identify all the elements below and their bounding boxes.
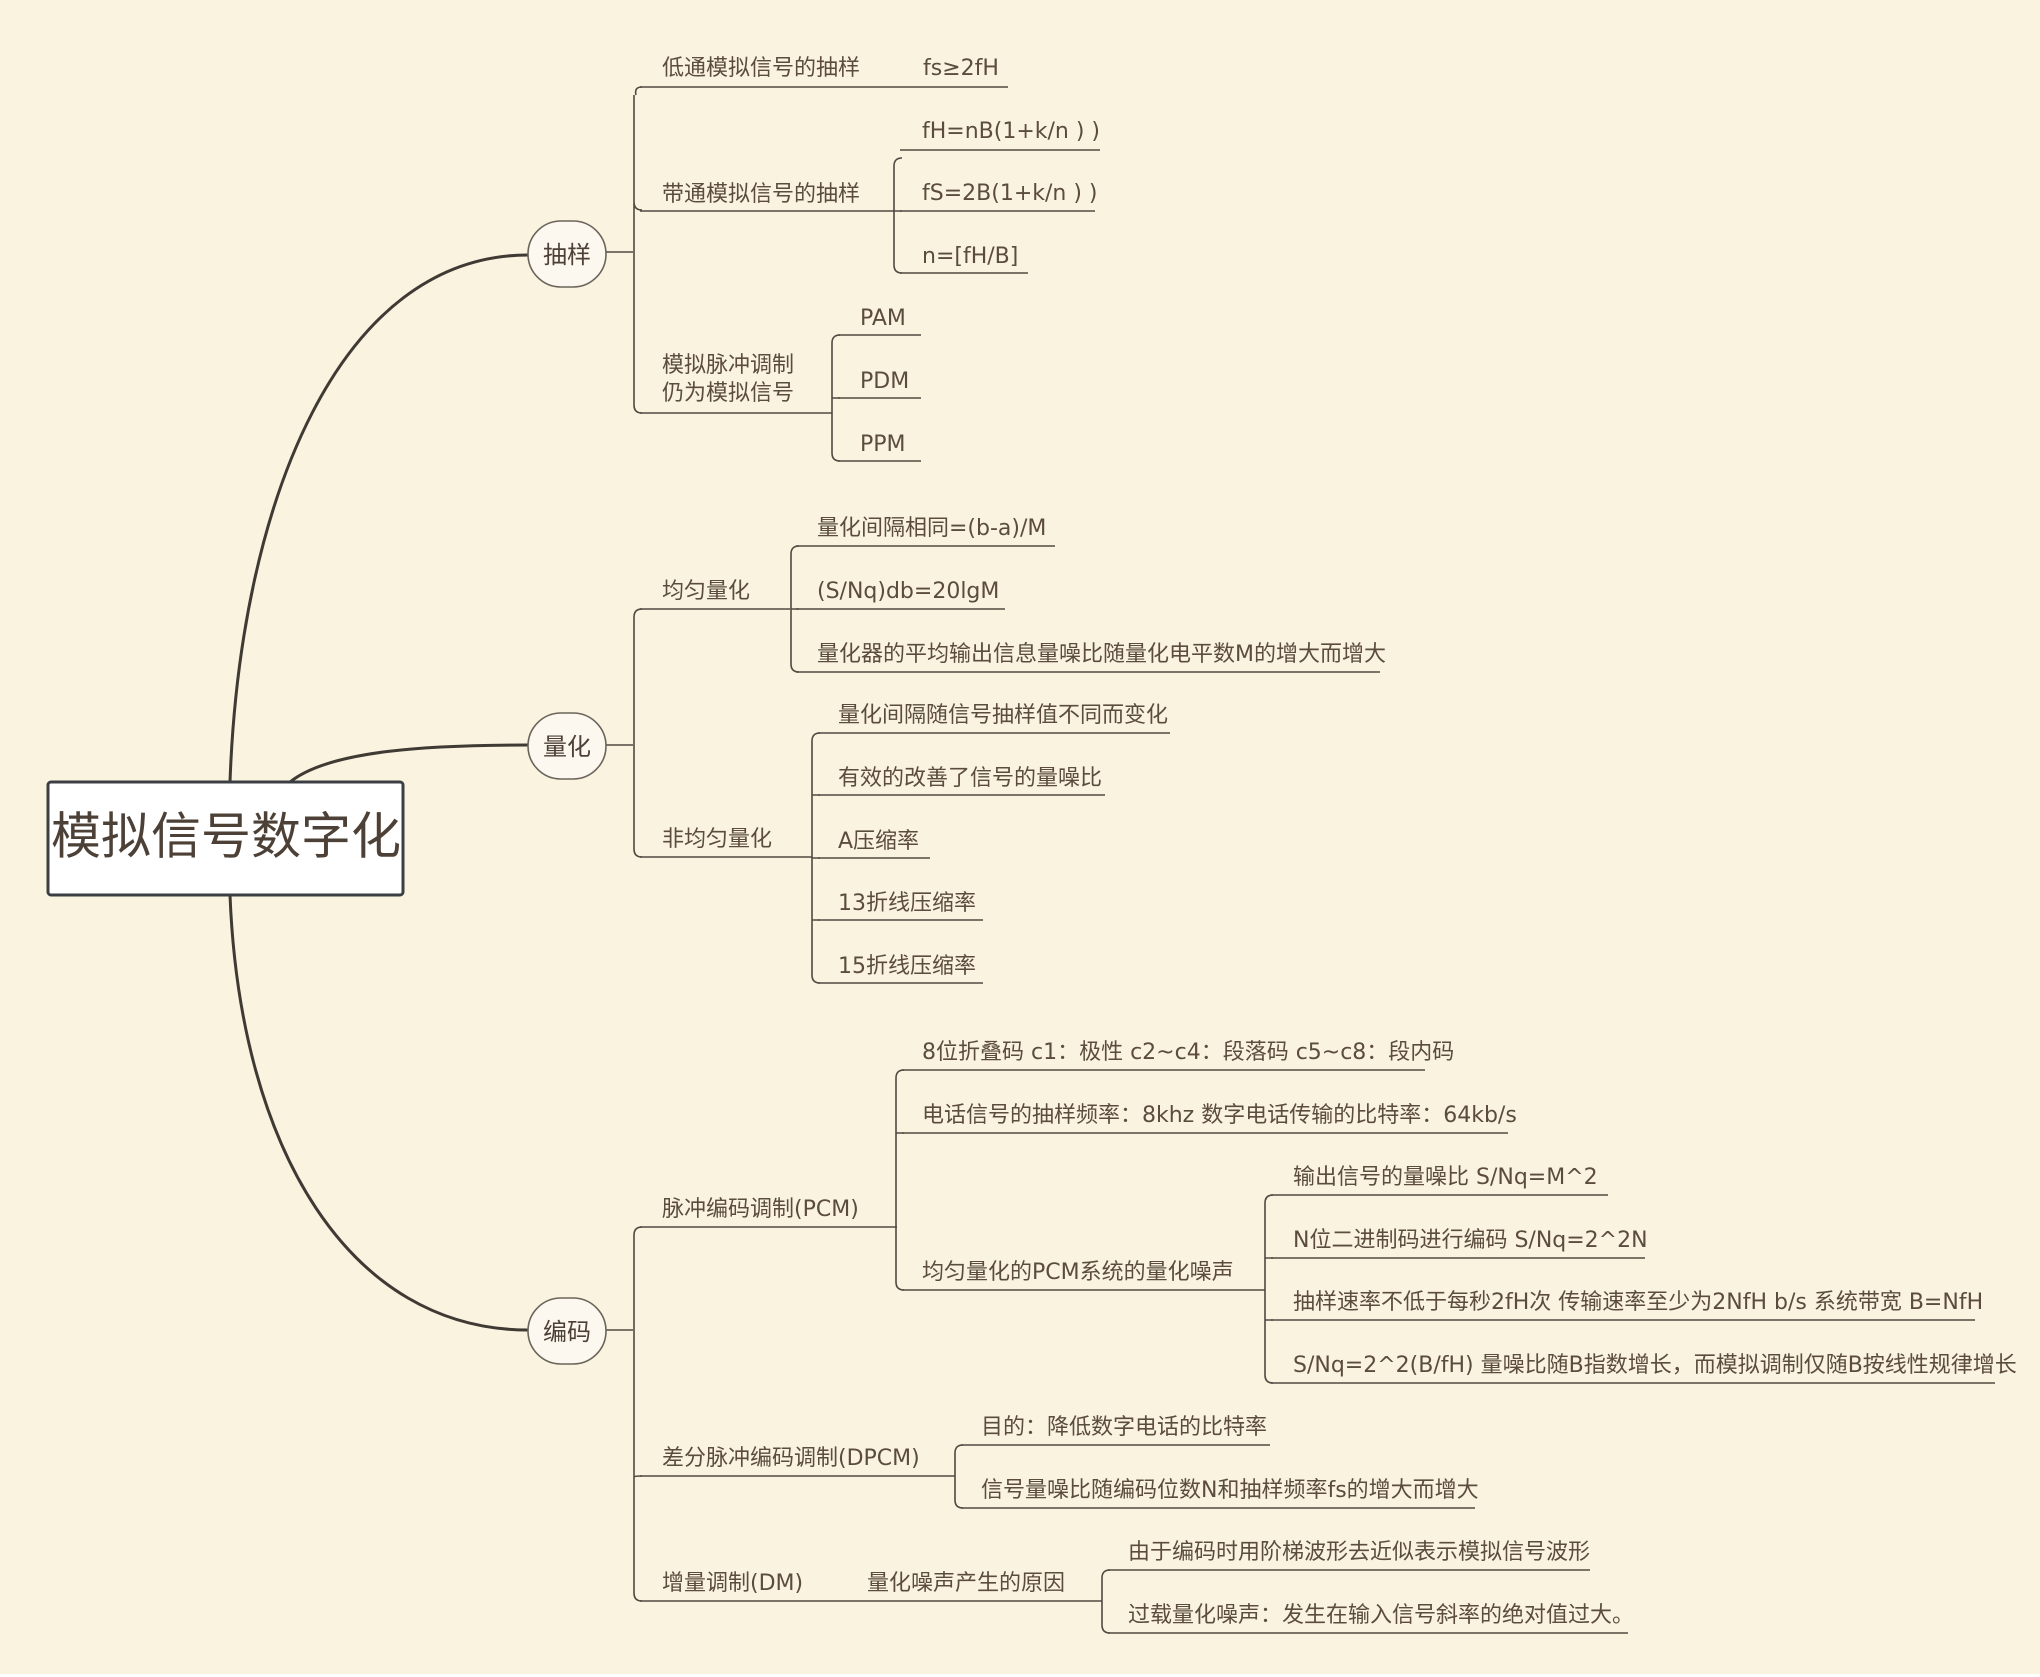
pcm-noise-item: N位二进制码进行编码 S/Nq=2^2N (1293, 1228, 1648, 1253)
node-sampling[interactable]: 抽样 (527, 220, 607, 288)
coding-box (527, 1297, 607, 1365)
dpcm-label: 差分脉冲编码调制(DPCM) (662, 1446, 920, 1471)
dm-label: 增量调制(DM) (662, 1571, 803, 1596)
connector-dpcm-children (954, 1444, 964, 1509)
dm-cause-label: 量化噪声产生的原因 (867, 1571, 1065, 1596)
node-quantization[interactable]: 量化 (527, 712, 607, 780)
node-coding[interactable]: 编码 (527, 1297, 607, 1365)
node-dm-cause[interactable]: 量化噪声产生的原因 由于编码时用阶梯波形去近似表示模拟信号波形 过载量化噪声：发… (845, 1540, 1634, 1634)
dpcm-item: 目的：降低数字电话的比特率 (981, 1415, 1267, 1440)
pulse-item: PPM (860, 432, 906, 457)
nonuniform-item: 量化间隔随信号抽样值不同而变化 (838, 703, 1168, 728)
pcm-item: 电话信号的抽样频率：8khz 数字电话传输的比特率：64kb/s (922, 1103, 1517, 1128)
uniform-item: (S/Nq)db=20lgM (817, 579, 999, 604)
pcm-label: 脉冲编码调制(PCM) (662, 1197, 859, 1222)
node-bandpass[interactable]: 带通模拟信号的抽样 fH=nB(1+k/n ) ) fS=2B(1+k/n ) … (640, 119, 1100, 274)
nonuniform-item: 15折线压缩率 (838, 954, 976, 979)
bandpass-item: n=[fH/B] (922, 244, 1018, 269)
nonuniform-item: 13折线压缩率 (838, 891, 976, 916)
connector-central-sampling (228, 253, 529, 783)
branch-quantization: 均匀量化 量化间隔相同=(b-a)/M (S/Nq)db=20lgM 量化器的平… (527, 516, 1386, 984)
branch-coding: 脉冲编码调制(PCM) 8位折叠码 c1：极性 c2~c4：段落码 c5~c8：… (527, 1040, 2017, 1634)
uniform-item: 量化间隔相同=(b-a)/M (817, 516, 1046, 541)
nonuniform-item: 有效的改善了信号的量噪比 (838, 766, 1102, 791)
node-uniform[interactable]: 均匀量化 量化间隔相同=(b-a)/M (S/Nq)db=20lgM 量化器的平… (640, 516, 1386, 673)
quantization-box (527, 712, 607, 780)
connector-quantization-children (633, 608, 643, 858)
dpcm-item: 信号量噪比随编码位数N和抽样频率fs的增大而增大 (981, 1478, 1479, 1503)
connector-central-coding (228, 894, 529, 1332)
nonuniform-label: 非均匀量化 (662, 827, 772, 852)
node-pulse-modulation[interactable]: 模拟脉冲调制 仍为模拟信号 PAM PDM PPM (640, 306, 921, 462)
bandpass-label: 带通模拟信号的抽样 (662, 182, 860, 207)
coding-title: 编码 (543, 1318, 591, 1346)
lowpass-formula: fs≥2fH (923, 56, 999, 81)
pulse-label-line2: 仍为模拟信号 (662, 381, 794, 406)
bandpass-item: fH=nB(1+k/n ) ) (922, 119, 1100, 144)
node-nonuniform[interactable]: 非均匀量化 量化间隔随信号抽样值不同而变化 有效的改善了信号的量噪比 A压缩率 … (640, 703, 1170, 984)
pcm-noise-item: S/Nq=2^2(B/fH) 量噪比随B指数增长，而模拟调制仅随B按线性规律增长 (1293, 1353, 2017, 1378)
pcm-noise-item: 输出信号的量噪比 S/Nq=M^2 (1293, 1165, 1598, 1190)
node-dpcm[interactable]: 差分脉冲编码调制(DPCM) 目的：降低数字电话的比特率 信号量噪比随编码位数N… (640, 1415, 1479, 1509)
pulse-item: PAM (860, 306, 906, 331)
pcm-noise-label: 均匀量化的PCM系统的量化噪声 (922, 1260, 1234, 1285)
central-topic-label: 模拟信号数字化 (51, 808, 401, 866)
uniform-label: 均匀量化 (662, 579, 750, 604)
branch-sampling: 低通模拟信号的抽样 fs≥2fH 带通模拟信号的抽样 fH=nB(1+k/n )… (527, 56, 1100, 462)
nonuniform-item: A压缩率 (838, 829, 919, 854)
connector-central-quantization (289, 743, 529, 784)
node-dm[interactable]: 增量调制(DM) 量化噪声产生的原因 由于编码时用阶梯波形去近似表示模拟信号波形… (640, 1540, 1634, 1634)
central-topic[interactable]: 模拟信号数字化 (46, 780, 405, 897)
pulse-item: PDM (860, 369, 909, 394)
node-lowpass[interactable]: 低通模拟信号的抽样 fs≥2fH (640, 56, 1008, 88)
quantization-title: 量化 (543, 733, 591, 761)
sampling-title: 抽样 (543, 241, 591, 269)
connector-nonuniform-children (811, 732, 821, 984)
node-pcm[interactable]: 脉冲编码调制(PCM) 8位折叠码 c1：极性 c2~c4：段落码 c5~c8：… (640, 1040, 2017, 1384)
dm-cause-item: 由于编码时用阶梯波形去近似表示模拟信号波形 (1128, 1540, 1590, 1565)
bandpass-item: fS=2B(1+k/n ) ) (922, 181, 1098, 206)
connector-dm-cause-children (1101, 1569, 1111, 1634)
pulse-label-line1: 模拟脉冲调制 (662, 353, 794, 378)
central-topic-box (46, 780, 405, 897)
lowpass-label: 低通模拟信号的抽样 (662, 56, 860, 81)
sampling-box (527, 220, 607, 288)
uniform-item: 量化器的平均输出信息量噪比随量化电平数M的增大而增大 (817, 642, 1386, 667)
pcm-noise-item: 抽样速率不低于每秒2fH次 传输速率至少为2NfH b/s 系统带宽 B=NfH (1293, 1290, 1983, 1315)
dm-cause-item: 过载量化噪声：发生在输入信号斜率的绝对值过大。 (1128, 1603, 1634, 1628)
pcm-item: 8位折叠码 c1：极性 c2~c4：段落码 c5~c8：段内码 (922, 1040, 1454, 1065)
node-pcm-noise[interactable]: 均匀量化的PCM系统的量化噪声 输出信号的量噪比 S/Nq=M^2 N位二进制码… (902, 1165, 2017, 1384)
